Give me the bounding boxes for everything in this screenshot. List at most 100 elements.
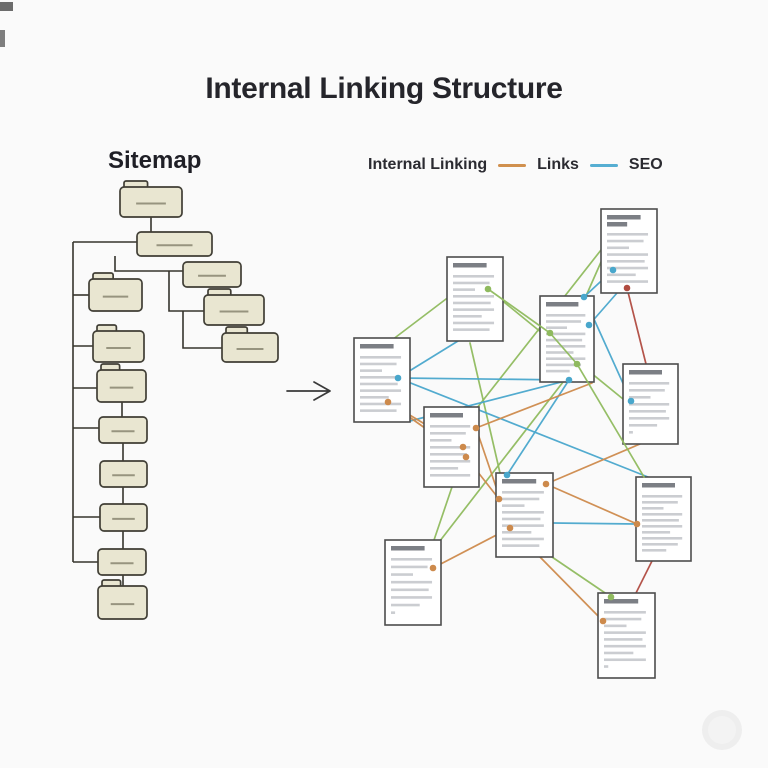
page-document	[635, 476, 692, 562]
document-text-line	[391, 588, 429, 592]
document-page	[353, 337, 411, 423]
document-title-bar	[502, 479, 537, 484]
orange-node-dot	[506, 524, 514, 532]
document-text-line	[430, 432, 466, 435]
folder-node	[96, 363, 147, 403]
red-link-edge	[626, 287, 647, 365]
document-text-line	[430, 453, 467, 456]
document-text-line	[607, 266, 649, 270]
folder-body	[99, 460, 148, 488]
page-document	[539, 295, 595, 383]
document-text-line	[642, 537, 683, 540]
document-page	[495, 472, 554, 558]
folder-body	[88, 278, 143, 312]
document-text-line	[502, 517, 541, 521]
blue-node-dot	[503, 471, 511, 479]
watermark-logo	[702, 710, 742, 750]
document-text-line	[453, 275, 495, 278]
document-title-bar	[604, 599, 639, 604]
document-title-bar	[453, 263, 487, 268]
orange-node-dot	[459, 443, 467, 451]
folder-body	[98, 416, 148, 444]
seo-legend-swatch	[589, 163, 618, 167]
folder-node	[221, 326, 279, 363]
document-text-line	[607, 253, 649, 256]
folder-node	[99, 503, 148, 532]
blue-node-dot	[394, 374, 402, 382]
green-link-edge	[391, 295, 451, 341]
document-text-line	[360, 356, 402, 359]
document-text-line	[453, 301, 491, 305]
document-title-bar	[629, 370, 662, 375]
document-text-line	[642, 495, 683, 498]
sitemap-heading: Sitemap	[108, 147, 202, 174]
green-link-edge	[551, 556, 612, 598]
blue-node-dot	[565, 376, 573, 384]
folder-node	[88, 272, 143, 312]
folder-body	[97, 585, 148, 620]
document-text-line	[360, 396, 389, 399]
document-text-line	[607, 233, 649, 236]
document-text-line	[604, 638, 643, 641]
green-link-edge	[585, 261, 602, 297]
document-text-line	[546, 351, 574, 354]
orange-node-dot	[542, 480, 550, 488]
document-text-line	[502, 544, 540, 547]
document-text-line	[391, 573, 413, 576]
document-text-line	[453, 288, 475, 291]
folder-body	[203, 294, 265, 326]
folder-body	[136, 231, 213, 257]
document-text-line	[629, 424, 658, 427]
document-text-line	[502, 531, 532, 534]
document-text-line	[430, 467, 459, 470]
document-text-line	[604, 651, 634, 655]
document-text-line	[453, 328, 490, 331]
document-text-line	[642, 501, 678, 504]
document-text-line	[360, 389, 402, 392]
document-title-bar	[642, 483, 675, 488]
sitemap-folders	[88, 180, 279, 620]
green-link-edge	[435, 363, 578, 547]
folder-node	[182, 261, 242, 288]
green-node-dot	[546, 329, 554, 337]
scan-artifact-top-left	[0, 2, 13, 11]
green-link-edge	[476, 249, 602, 409]
page-document	[353, 337, 411, 423]
folder-node	[136, 231, 213, 257]
document-text-line	[453, 295, 495, 298]
document-text-line	[546, 332, 586, 336]
folder-body	[99, 503, 148, 532]
document-page	[446, 256, 504, 342]
document-text-line	[629, 410, 666, 413]
document-page	[597, 592, 656, 679]
document-text-line	[604, 644, 646, 648]
page-document	[446, 256, 504, 342]
folder-node	[97, 579, 148, 620]
document-text-line	[391, 603, 420, 607]
document-text-line	[629, 396, 651, 399]
folder-node	[203, 288, 265, 326]
document-text-line	[642, 507, 664, 510]
scan-artifact-left-edge	[0, 30, 5, 47]
document-text-line	[604, 611, 646, 614]
folder-body	[96, 369, 147, 403]
green-node-dot	[607, 593, 615, 601]
document-text-line	[360, 362, 397, 366]
document-text-line	[642, 549, 667, 552]
blue-link-edge	[552, 522, 638, 525]
document-text-line	[360, 402, 402, 406]
document-text-line	[360, 369, 382, 372]
folder-node	[99, 460, 148, 488]
blue-node-dot	[585, 321, 593, 329]
document-text-line	[502, 504, 525, 507]
orange-node-dot	[495, 495, 503, 503]
document-text-line	[629, 382, 670, 385]
orange-node-dot	[599, 617, 607, 625]
green-node-dot	[484, 285, 492, 293]
document-text-line	[604, 658, 646, 662]
document-text-line	[430, 460, 471, 463]
document-text-line	[642, 513, 683, 516]
legend: Internal Linking Links SEO	[368, 156, 663, 174]
document-text-line	[629, 417, 670, 420]
document-text-line	[604, 631, 646, 634]
